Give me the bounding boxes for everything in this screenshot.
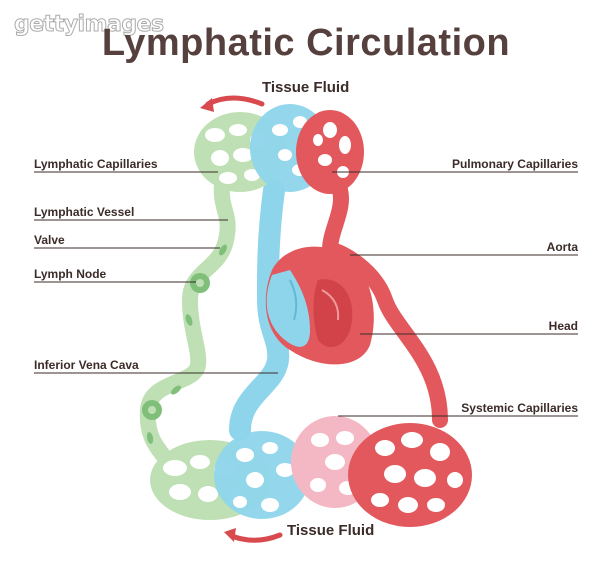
label-pulmonary-capillaries: Pulmonary Capillaries (451, 157, 578, 171)
tissue-fluid-top-label: Tissue Fluid (262, 79, 350, 96)
label-inferior-vena-cava: Inferior Vena Cava (34, 358, 139, 372)
tissue-fluid-bottom-label: Tissue Fluid (287, 522, 375, 539)
leader-lines-right (332, 171, 578, 417)
systemic-capillaries-blue (214, 431, 310, 519)
label-systemic-capillaries: Systemic Capillaries (461, 401, 578, 415)
label-lymph-node: Lymph Node (34, 267, 107, 281)
label-lymphatic-capillaries: Lymphatic Capillaries (34, 157, 158, 171)
lymph-node-lower (142, 400, 162, 420)
label-valve: Valve (34, 233, 65, 247)
label-head: Head (548, 319, 578, 333)
page-title: Lymphatic Circulation (101, 22, 511, 64)
watermark: gettyimages (14, 12, 165, 38)
tissue-fluid-bottom-arrow (224, 528, 283, 543)
pulmonary-capillaries-red (296, 110, 364, 194)
label-aorta: Aorta (546, 240, 578, 254)
tissue-fluid-top-arrow (200, 95, 265, 112)
systemic-capillaries-red (348, 423, 472, 527)
lymph-node-upper (190, 273, 210, 293)
valve-markers (146, 244, 227, 444)
aorta (321, 182, 448, 428)
leader-lines-left (34, 171, 278, 374)
heart (265, 246, 374, 365)
label-lymphatic-vessel: Lymphatic Vessel (34, 205, 135, 219)
